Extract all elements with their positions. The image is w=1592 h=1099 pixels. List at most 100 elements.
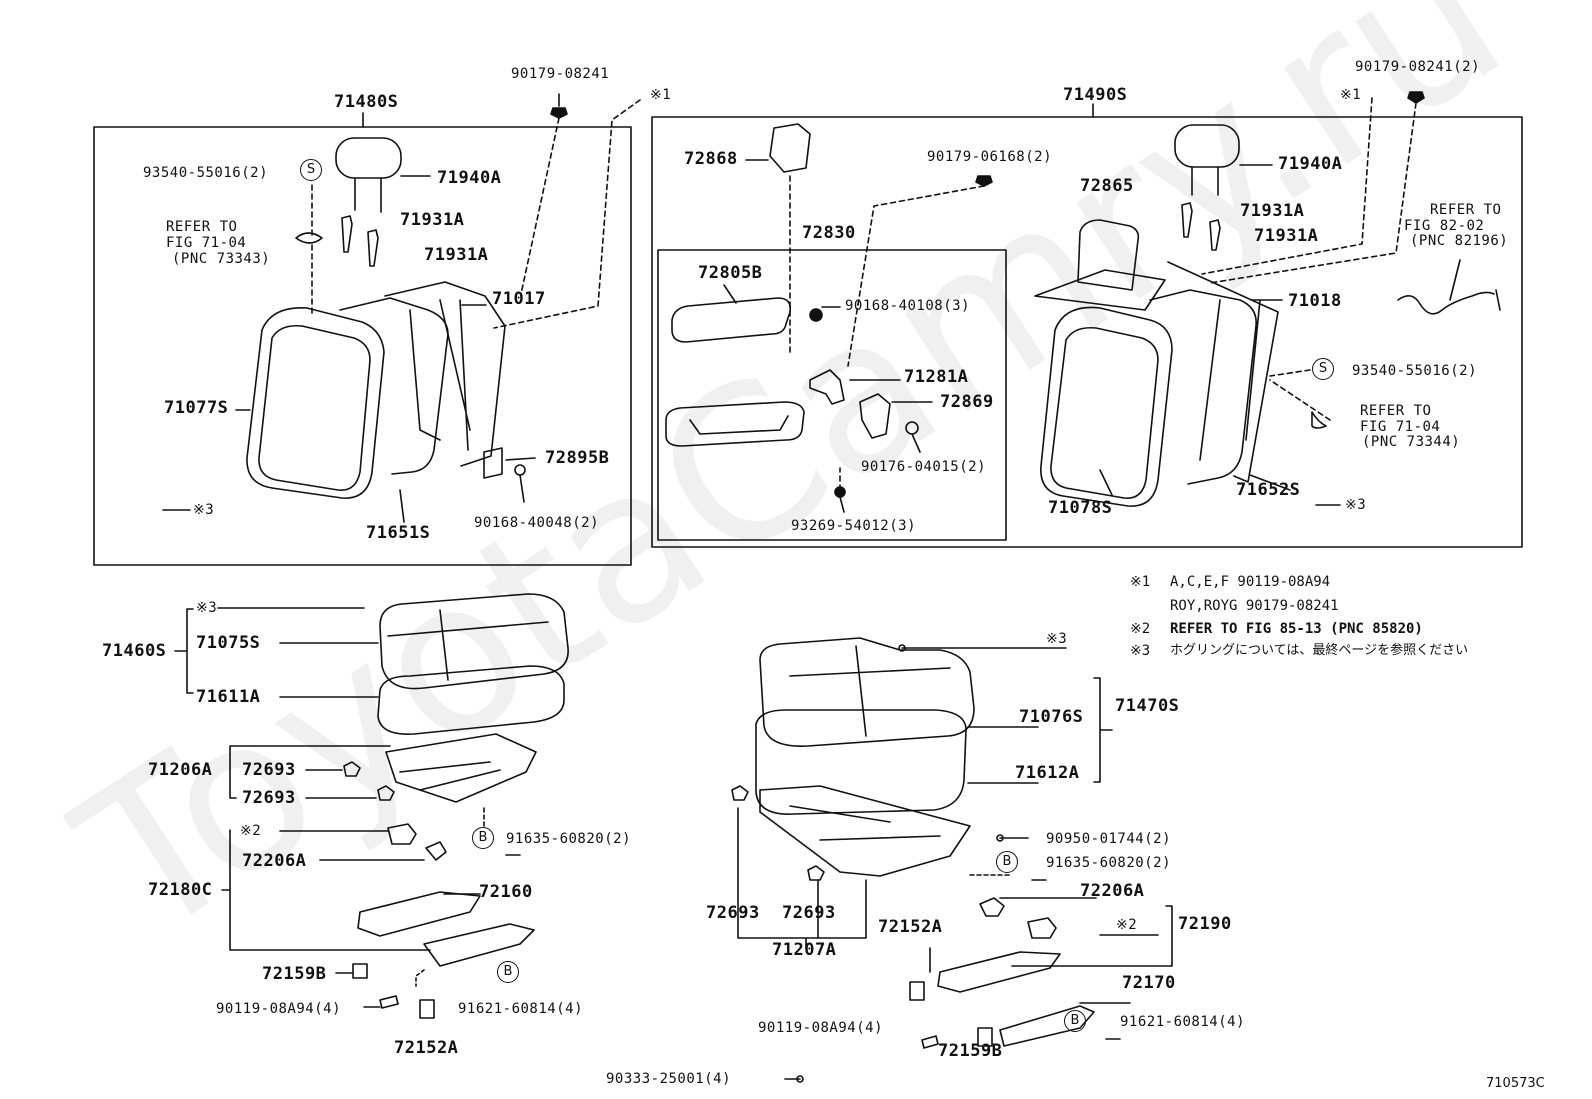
figure-number: 710573C [1486, 1076, 1545, 1091]
part-72170: 72170 [1122, 973, 1176, 993]
ref-mark-2-left: ※2 [240, 823, 262, 839]
part-90179-08241: 90179-08241 [511, 66, 610, 82]
part-71017: 71017 [492, 289, 546, 309]
note-1-mark: ※1 [1130, 574, 1151, 590]
part-71281A: 71281A [904, 367, 969, 387]
refer-left-3: (PNC 73343) [172, 251, 271, 267]
part-91635-60820-right: 91635-60820(2) [1046, 855, 1172, 871]
part-91635-60820-left: 91635-60820(2) [506, 831, 632, 847]
part-91621-60814-right: 91621-60814(4) [1120, 1014, 1246, 1030]
part-71651S: 71651S [366, 523, 431, 543]
part-72693-right-1: 72693 [706, 903, 760, 923]
part-90119-08A94-right: 90119-08A94(4) [758, 1020, 884, 1036]
refer-right-b1: REFER TO [1360, 403, 1432, 419]
part-93540-55016-right: 93540-55016(2) [1352, 363, 1478, 379]
part-72152A-right: 72152A [878, 917, 943, 937]
left-seatback-frame [93, 126, 632, 566]
b-marker-right-1: B [996, 851, 1018, 873]
part-91621-60814-left: 91621-60814(4) [458, 1001, 584, 1017]
part-72895B: 72895B [545, 448, 610, 468]
s-marker-left: S [300, 159, 322, 181]
s-marker-right: S [1312, 358, 1334, 380]
part-71940A-left: 71940A [437, 168, 502, 188]
armrest-subframe [657, 249, 1007, 541]
part-72152A-left: 72152A [394, 1038, 459, 1058]
part-72869: 72869 [940, 392, 994, 412]
ref-mark-3-left: ※3 [193, 502, 215, 518]
b-marker-right-2: B [1064, 1010, 1086, 1032]
part-71480S: 71480S [334, 92, 399, 112]
left-cushion-drawing [343, 593, 569, 1019]
part-71075S: 71075S [196, 633, 261, 653]
note-3-mark: ※3 [1130, 643, 1151, 659]
part-71940A-right: 71940A [1278, 154, 1343, 174]
part-71018: 71018 [1288, 291, 1342, 311]
ref-mark-3-cushion-left: ※3 [196, 600, 218, 616]
part-72868: 72868 [684, 149, 738, 169]
part-72159B-right: 72159B [938, 1041, 1003, 1061]
left-cushion-brackets [174, 607, 481, 1008]
right-seatback-leaders [847, 91, 1425, 377]
part-71612A: 71612A [1015, 763, 1080, 783]
right-cushion-brackets [737, 644, 1173, 1004]
note-3-text: ホグリングについては、最終ページを参照ください [1170, 643, 1469, 658]
left-seatback-leaders [162, 93, 641, 523]
part-90119-08A94-left: 90119-08A94(4) [216, 1001, 342, 1017]
part-71611A: 71611A [196, 687, 261, 707]
part-71460S: 71460S [102, 641, 167, 661]
ref-mark-3-right: ※3 [1345, 497, 1367, 513]
part-72693-left-2: 72693 [242, 788, 296, 808]
part-90333-25001: 90333-25001(4) [606, 1071, 732, 1087]
part-71931A-left-1: 71931A [400, 210, 465, 230]
refer-left-1: REFER TO [166, 219, 238, 235]
refer-right-a1: REFER TO [1430, 202, 1502, 218]
part-71490S: 71490S [1063, 85, 1128, 105]
part-72159B-left: 72159B [262, 964, 327, 984]
ref-mark-1-left: ※1 [650, 87, 672, 103]
part-72190: 72190 [1178, 914, 1232, 934]
part-71078S: 71078S [1048, 498, 1113, 518]
part-90950-01744: 90950-01744(2) [1046, 831, 1172, 847]
left-seatback-drawing [246, 281, 526, 503]
part-71931A-right-2: 71931A [1254, 226, 1319, 246]
ref-mark-2-right: ※2 [1116, 917, 1138, 933]
right-cushion-drawing [731, 637, 1095, 1083]
refer-left-2: FIG 71-04 [166, 235, 247, 251]
left-headrest-drawing [295, 137, 431, 267]
part-72206A-left: 72206A [242, 851, 307, 871]
ref-mark-3-cushion-right: ※3 [1046, 631, 1068, 647]
ref-mark-1-right: ※1 [1340, 87, 1362, 103]
part-71931A-right-1: 71931A [1240, 201, 1305, 221]
part-90168-40048: 90168-40048(2) [474, 515, 600, 531]
part-72206A-right: 72206A [1080, 881, 1145, 901]
part-71076S: 71076S [1019, 707, 1084, 727]
part-72805B: 72805B [698, 263, 763, 283]
b-marker-left-1: B [472, 827, 494, 849]
part-72693-right-2: 72693 [782, 903, 836, 923]
refer-right-b2: FIG 71-04 [1360, 419, 1441, 435]
part-71207A: 71207A [772, 940, 837, 960]
refer-right-a2: FIG 82-02 [1404, 218, 1485, 234]
part-72160: 72160 [479, 882, 533, 902]
part-71206A: 71206A [148, 760, 213, 780]
part-72865: 72865 [1080, 176, 1134, 196]
part-90176-04015: 90176-04015(2) [861, 459, 987, 475]
note-2-mark: ※2 [1130, 621, 1151, 637]
part-93269-54012: 93269-54012(3) [791, 518, 917, 534]
part-72180C: 72180C [148, 880, 213, 900]
note-2-text: REFER TO FIG 85-13 (PNC 85820) [1170, 621, 1423, 637]
part-90179-08241-2: 90179-08241(2) [1355, 59, 1481, 75]
part-72693-left-1: 72693 [242, 760, 296, 780]
part-71652S: 71652S [1236, 480, 1301, 500]
right-headrest-drawing [1174, 124, 1273, 251]
part-71470S: 71470S [1115, 696, 1180, 716]
part-90179-06168: 90179-06168(2) [927, 149, 1053, 165]
armrest-drawing [665, 123, 933, 513]
part-72830: 72830 [802, 223, 856, 243]
refer-right-b3: (PNC 73344) [1362, 434, 1461, 450]
part-71931A-left-2: 71931A [424, 245, 489, 265]
b-marker-left-2: B [497, 961, 519, 983]
note-1-line1: A,C,E,F 90119-08A94 [1170, 574, 1331, 590]
refer-right-a3: (PNC 82196) [1410, 233, 1509, 249]
